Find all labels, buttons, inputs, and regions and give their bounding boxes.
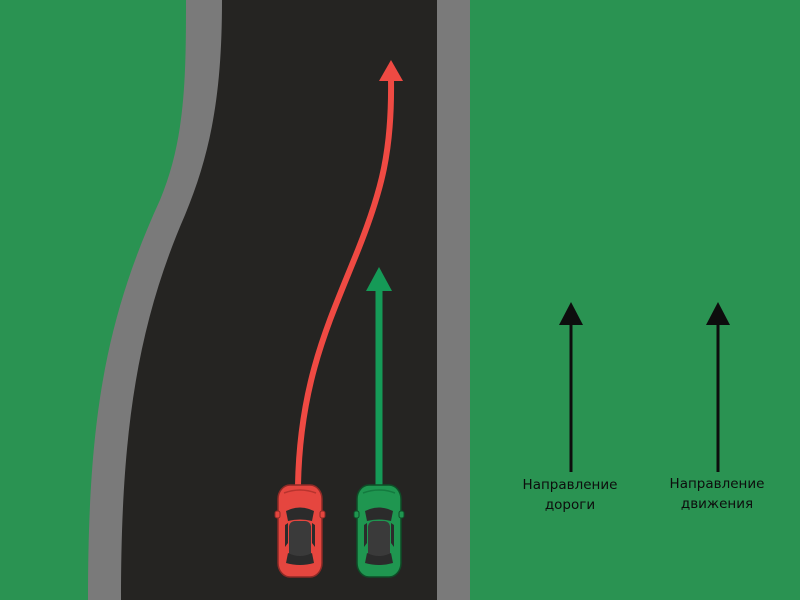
road-direction-arrow-icon (559, 302, 583, 472)
travel-direction-label-line1: Направление (669, 476, 765, 492)
travel-direction-arrow-icon (706, 302, 730, 472)
road-direction-label-line1: Направление (522, 477, 618, 493)
travel-direction-label-line2: движения (680, 496, 754, 512)
road-direction-label-line2: дороги (544, 497, 596, 513)
red-path-arrow (295, 60, 403, 488)
green-path-arrow (366, 267, 392, 487)
green-car (353, 484, 405, 578)
red-car (274, 484, 326, 578)
travel-direction-label: Направление движения (642, 474, 792, 514)
road-asphalt (121, 0, 437, 600)
road-direction-label: Направление дороги (495, 475, 645, 515)
